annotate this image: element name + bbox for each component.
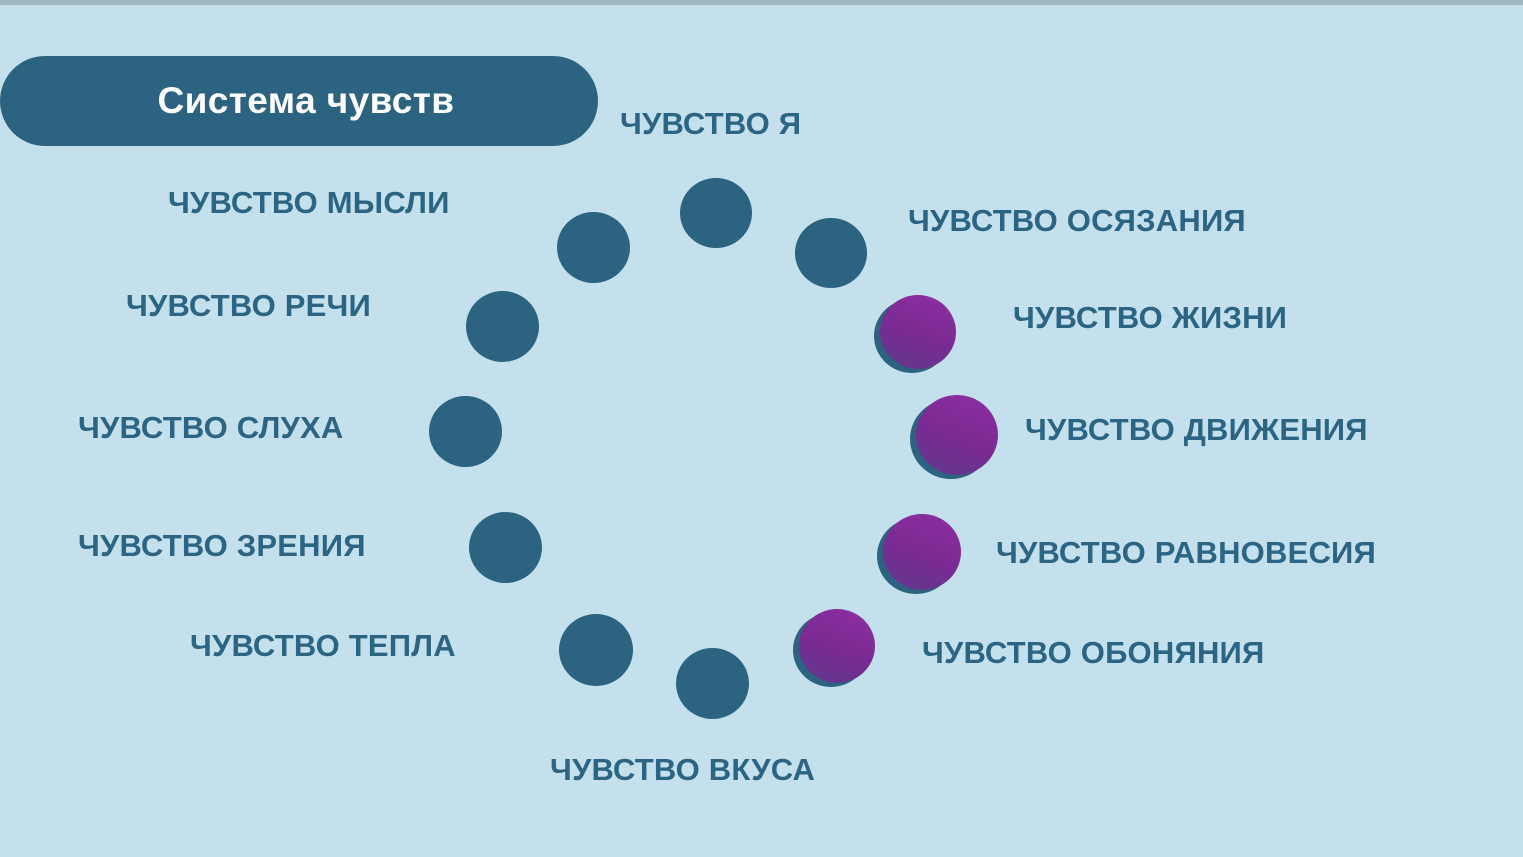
dot-warmth[interactable] [559,614,633,686]
dot-hearing[interactable] [429,396,502,467]
label-thought: ЧУВСТВО МЫСЛИ [168,185,450,220]
dot-smell[interactable] [793,609,875,687]
label-warmth: ЧУВСТВО ТЕПЛА [190,628,456,663]
dot-movement[interactable] [910,395,998,479]
page-title: Система чувств [157,80,455,121]
dot-life[interactable] [874,295,956,373]
label-touch: ЧУВСТВО ОСЯЗАНИЯ [908,203,1246,238]
label-movement: ЧУВСТВО ДВИЖЕНИЯ [1025,412,1368,447]
dot-self[interactable] [680,178,752,248]
dot-taste[interactable] [676,648,749,719]
label-sight: ЧУВСТВО ЗРЕНИЯ [78,528,366,563]
label-taste: ЧУВСТВО ВКУСА [550,752,816,787]
dot-balance[interactable] [877,514,961,594]
top-edge-strip [0,0,1523,5]
title-pill: Система чувств [0,56,598,146]
label-life: ЧУВСТВО ЖИЗНИ [1013,300,1288,335]
label-speech: ЧУВСТВО РЕЧИ [126,288,371,323]
label-smell: ЧУВСТВО ОБОНЯНИЯ [922,635,1265,670]
dot-thought[interactable] [557,212,630,283]
dot-speech[interactable] [466,291,539,362]
label-hearing: ЧУВСТВО СЛУХА [78,410,344,445]
dot-sight[interactable] [469,512,542,583]
label-balance: ЧУВСТВО РАВНОВЕСИЯ [996,535,1377,570]
label-self: ЧУВСТВО Я [620,106,802,141]
dot-touch[interactable] [795,218,867,288]
